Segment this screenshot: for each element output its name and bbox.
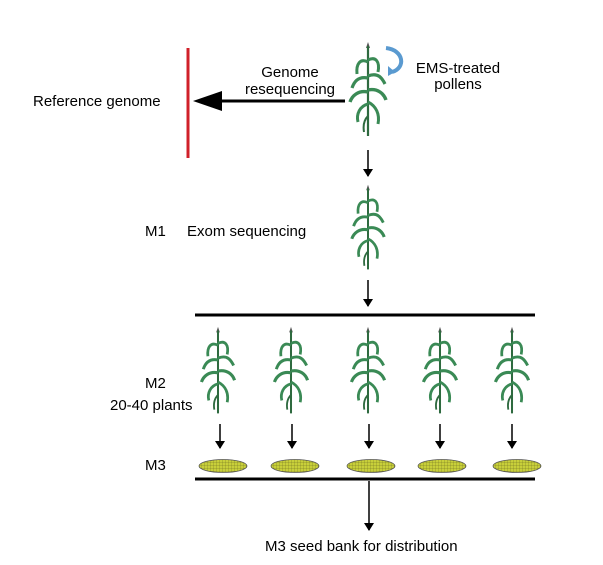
genome-label: Genome	[261, 64, 319, 81]
pollens-label: pollens	[434, 76, 482, 93]
m2-plant-icon	[272, 325, 310, 416]
m2-plant-icon	[493, 325, 531, 416]
corn-ear-icon	[492, 459, 542, 473]
exom-sequencing-label: Exom sequencing	[187, 223, 307, 240]
corn-ear-icon	[198, 459, 248, 473]
ems-plant-icon	[348, 40, 388, 138]
corn-ear-icon	[346, 459, 396, 473]
curved-arrowhead-icon	[388, 66, 395, 76]
corn-ear-icon	[270, 459, 320, 473]
m2-plant-icon	[421, 325, 459, 416]
seed-bank-label: M3 seed bank for distribution	[265, 538, 458, 555]
resequencing-label: resequencing	[244, 81, 336, 98]
resequencing-arrowhead	[193, 91, 222, 111]
m3-ears	[198, 459, 542, 473]
m2-plant-icon	[349, 325, 387, 416]
reference-genome-label: Reference genome	[33, 93, 161, 110]
m2-count-label: 20-40 plants	[110, 397, 193, 414]
m2-to-m3-arrows	[215, 424, 517, 449]
m2-label: M2	[145, 375, 166, 392]
curved-arrow-icon	[385, 46, 403, 74]
ems-treated-label: EMS-treated	[415, 60, 501, 77]
m1-plant-icon	[350, 183, 386, 272]
m2-plants	[199, 325, 531, 416]
m3-label: M3	[145, 457, 166, 474]
m2-plant-icon	[199, 325, 237, 416]
m1-label: M1	[145, 223, 166, 240]
corn-ear-icon	[417, 459, 467, 473]
